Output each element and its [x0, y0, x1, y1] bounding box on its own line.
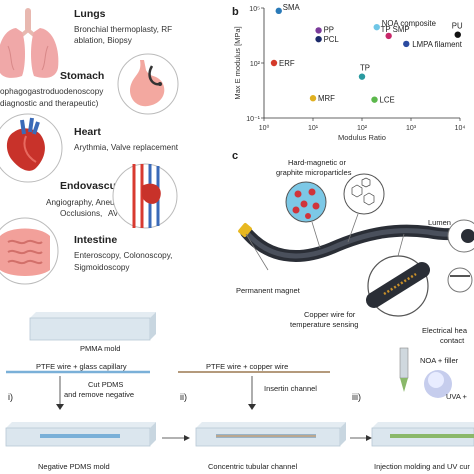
step-iii-action-1: UVA +	[446, 392, 467, 401]
point-label-noa-composite: NOA composite	[382, 19, 436, 28]
label-copper-wire-1: Copper wire for	[304, 310, 356, 319]
y-tick-label: 10⁻¹	[246, 116, 260, 123]
organ-title-heart: Heart	[74, 126, 101, 138]
point-pcl	[315, 35, 322, 43]
y-axis-label: Max E modulus [MPa]	[233, 26, 242, 99]
step-i-action-2: and remove negative	[64, 390, 135, 399]
point-tp-smp	[385, 32, 392, 40]
organ-title-intestine: Intestine	[74, 234, 118, 246]
point-erf	[270, 59, 278, 67]
point-mrf	[309, 95, 317, 102]
x-tick-label: 10²	[357, 125, 368, 132]
point-label-pu: PU	[452, 22, 463, 31]
y-tick-label: 10²	[250, 61, 261, 68]
pmma-mold-label: PMMA mold	[80, 344, 121, 353]
stomach-illustration	[117, 53, 179, 115]
label-microparticles-1: Hard-magnetic or	[288, 158, 346, 167]
panel-c-label: c	[232, 150, 239, 162]
point-label-mrf: MRF	[318, 94, 335, 103]
point-pu	[454, 31, 461, 38]
x-tick-label: 10⁰	[259, 124, 270, 132]
point-label-tp-smp: TP SMP	[381, 25, 410, 34]
intestine-illustration	[0, 217, 59, 285]
step-iii-number: iii)	[352, 392, 361, 402]
point-pp	[315, 27, 322, 34]
organ-desc-intestine-2: Sigmoidoscopy	[74, 263, 130, 272]
catheter-illustration	[238, 173, 474, 317]
point-label-sma: SMA	[283, 3, 301, 12]
label-electrical-1: Electrical hea	[422, 326, 468, 335]
organ-desc-heart-1: Arythmia, Valve replacement	[74, 143, 179, 152]
step-iii-bottom-label: Injection molding and UV cur	[374, 462, 470, 471]
organ-title-stomach: Stomach	[60, 70, 105, 82]
organ-desc-intestine-1: Enteroscopy, Colonoscopy,	[74, 251, 173, 260]
x-tick-label: 10⁴	[455, 125, 466, 132]
organ-desc-lungs-2: ablation, Biopsy	[74, 36, 132, 45]
step-i-top-label: PTFE wire + glass capillary	[36, 362, 127, 371]
point-label-lmpa-filament: LMPA filament	[412, 40, 463, 49]
point-label-lce: LCE	[380, 96, 395, 105]
fabrication-illustration	[5, 312, 474, 447]
point-label-erf: ERF	[279, 59, 295, 68]
step-i-number: i)	[8, 392, 13, 402]
point-label-pcl: PCL	[324, 35, 340, 44]
step-i-action-1: Cut PDMS	[88, 380, 124, 389]
heart-illustration	[0, 113, 63, 183]
x-tick-label: 10¹	[308, 125, 319, 132]
point-lce	[371, 96, 378, 103]
step-ii-number: ii)	[180, 392, 187, 402]
chart-axes: 10⁰ 10¹ 10² 10³ 10⁴ 10⁻¹ 10² 10⁵ Modulus Ratio Ma…	[233, 6, 465, 142]
point-noa-composite	[373, 23, 380, 31]
organ-desc-endovascular-1: Angiography, Aneurysms,	[46, 198, 139, 207]
x-axis-label: Modulus Ratio	[338, 133, 386, 142]
organ-title-lungs: Lungs	[74, 8, 106, 20]
label-microparticles-2: graphite microparticles	[276, 168, 352, 177]
label-permanent-magnet: Permanent magnet	[236, 286, 300, 295]
step-ii-action-1: Insertin channel	[264, 384, 317, 393]
label-lumen: Lumen	[428, 218, 451, 227]
label-electrical-2: contact	[440, 336, 465, 345]
step-i-bottom-label: Negative PDMS mold	[38, 462, 110, 471]
point-lmpa-filament	[403, 40, 410, 48]
vascular-illustration	[112, 163, 178, 229]
step-ii-bottom-label: Concentric tubular channel	[208, 462, 298, 471]
point-label-tp: TP	[360, 64, 370, 73]
step-ii-top-label: PTFE wire + copper wire	[206, 362, 289, 371]
step-iii-top-label: NOA + filler	[420, 356, 459, 365]
y-tick-label: 10⁵	[249, 6, 260, 13]
organ-desc-stomach-2: diagnostic and therapeutic)	[0, 99, 99, 108]
organ-desc-stomach-1: ophagogastroduodenoscopy	[0, 87, 104, 96]
organ-desc-lungs-1: Bronchial thermoplasty, RF	[74, 25, 173, 34]
point-sma	[275, 7, 282, 15]
point-tp	[358, 73, 366, 80]
organ-title-endovascular: Endovascular	[60, 180, 129, 192]
x-tick-label: 10³	[406, 125, 417, 132]
panel-b-label: b	[232, 6, 239, 18]
point-label-pp: PP	[324, 25, 334, 34]
label-copper-wire-2: temperature sensing	[290, 320, 359, 329]
organ-desc-endovascular-2: Occlusions,	[60, 209, 103, 218]
lungs-illustration	[0, 8, 59, 78]
modulus-scatter-chart: 10⁰ 10¹ 10² 10³ 10⁴ 10⁻¹ 10² 10⁵ Modulus Ratio Ma…	[233, 3, 465, 142]
